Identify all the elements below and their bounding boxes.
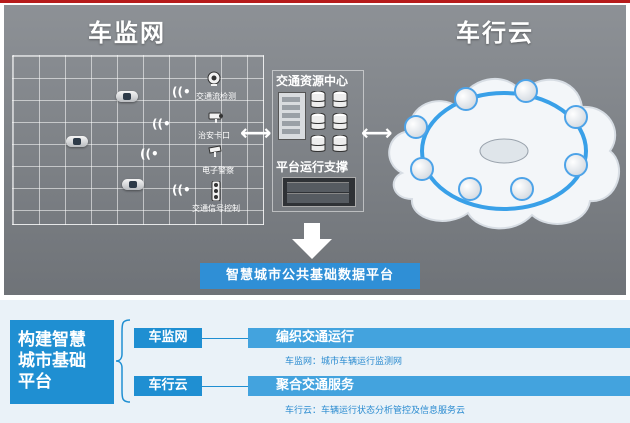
signal-wave-icon: ((•	[140, 147, 159, 161]
database-icon	[310, 113, 326, 130]
summary-left-label: 构建智慧 城市基础 平台	[10, 320, 114, 404]
section-title-right: 车行云	[456, 19, 534, 47]
bar-title: 编织交通运行	[248, 328, 630, 348]
row-description: 车行云：车辆运行状态分析管控及信息服务云	[285, 406, 466, 416]
top-accent-line	[0, 0, 630, 3]
cloud-network	[388, 78, 620, 230]
resource-center-box	[272, 70, 364, 212]
car	[66, 136, 88, 147]
cloud-node	[564, 105, 588, 129]
cloud-node	[514, 79, 538, 103]
section-title-left: 车监网	[88, 19, 166, 47]
row-description: 车监网：城市车辆运行监测网	[285, 357, 403, 367]
connector-line	[202, 386, 248, 387]
cloud-node	[564, 153, 588, 177]
device-label: 治安卡口	[198, 131, 230, 140]
resource-center-title: 交通资源中心	[276, 74, 349, 88]
label-line: 平台	[18, 372, 52, 392]
double-arrow-icon: ⟷	[361, 121, 393, 146]
bar-title: 聚合交通服务	[248, 376, 630, 396]
signal-wave-icon: ((•	[172, 183, 191, 197]
cctv-camera-icon	[208, 145, 222, 157]
database-icon	[310, 135, 326, 152]
rack-server-icon	[282, 177, 356, 207]
bullet-camera-icon	[208, 112, 223, 123]
connector-line	[202, 338, 248, 339]
database-icon	[332, 135, 348, 152]
tag-chexingyun: 车行云	[134, 376, 202, 396]
car	[116, 91, 138, 102]
down-arrow-icon	[292, 223, 332, 259]
road-grid	[12, 55, 264, 225]
cloud-node	[458, 177, 482, 201]
database-icon	[332, 113, 348, 130]
data-platform-banner: 智慧城市公共基础数据平台	[200, 263, 420, 289]
cloud-node	[404, 115, 428, 139]
cloud-node	[510, 177, 534, 201]
device-label: 交通流检测	[196, 92, 236, 101]
double-arrow-icon: ⟷	[240, 121, 272, 146]
signal-wave-icon: ((•	[172, 85, 191, 99]
architecture-diagram-panel: 车监网 车行云 ((• ((• ((• ((• 交通流检测 治安卡口 电子警察 …	[4, 5, 626, 295]
platform-support-label: 平台运行支撑	[276, 160, 349, 174]
server-icon	[278, 92, 306, 140]
label-line: 构建智慧	[18, 330, 86, 350]
traffic-light-icon	[211, 181, 221, 201]
signal-wave-icon: ((•	[152, 117, 171, 131]
cloud-node	[410, 157, 434, 181]
database-icon	[310, 91, 326, 108]
cloud-node	[454, 87, 478, 111]
camera-dome-icon	[207, 71, 221, 86]
car	[122, 179, 144, 190]
database-icon	[332, 91, 348, 108]
brace-icon	[115, 319, 131, 403]
tag-chejianwang: 车监网	[134, 328, 202, 348]
label-line: 城市基础	[18, 351, 86, 371]
device-label: 交通信号控制	[192, 204, 240, 213]
device-label: 电子警察	[202, 166, 234, 175]
